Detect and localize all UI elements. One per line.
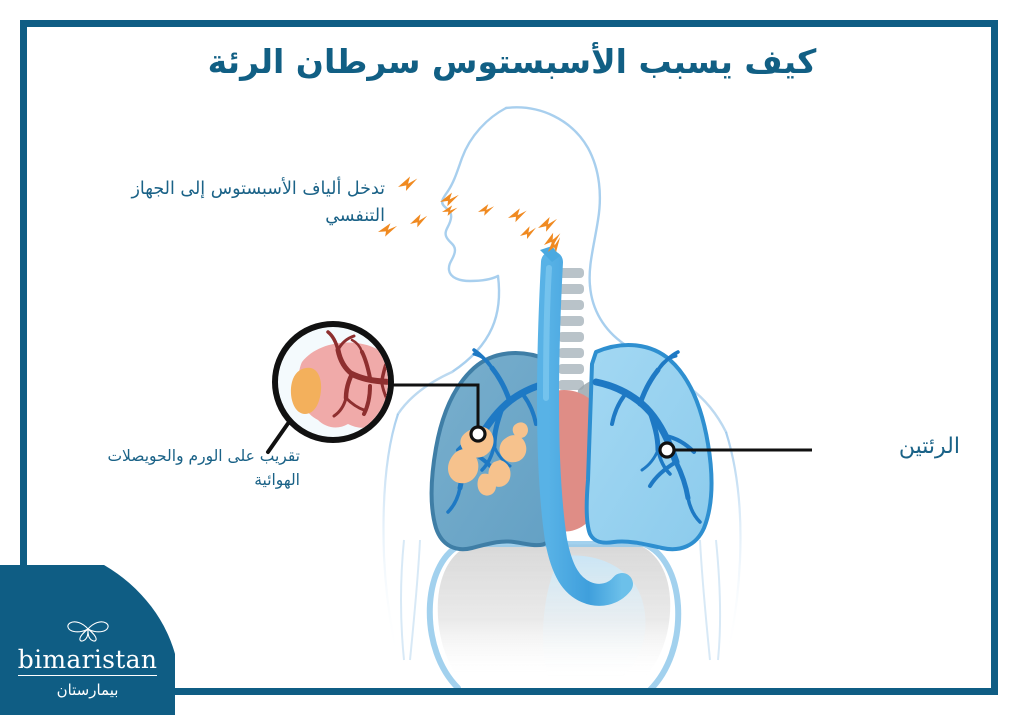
brand-logo: bimaristan بيمارستان (0, 565, 175, 715)
dot-tumor (469, 425, 487, 443)
zoom-inset (266, 321, 394, 454)
healthy-lung (584, 343, 714, 552)
arm-outline (400, 539, 722, 661)
torso-outline (382, 413, 742, 661)
spine (558, 268, 584, 390)
leader-inset-to-tumor (390, 383, 480, 432)
asbestos-fibers (378, 176, 561, 252)
annotation-lungs: الرئتين (898, 434, 960, 459)
butterfly-icon (66, 621, 109, 642)
leader-dots (469, 425, 676, 459)
annotation-zoom-inset: تقريب على الورم والحويصلات الهوائية (107, 447, 300, 490)
logo-text-ar: بيمارستان (56, 681, 119, 699)
leader-lines (390, 383, 812, 452)
logo-text-en: bimaristan (17, 645, 158, 676)
trachea (536, 246, 633, 606)
page-title: كيف يسبب الأسبستوس سرطان الرئة (207, 42, 817, 81)
dot-lung (658, 441, 676, 459)
diseased-lung (429, 348, 558, 552)
annotation-inhalation: تدخل ألياف الأسبستوس إلى الجهاز التنفسي (131, 179, 385, 227)
